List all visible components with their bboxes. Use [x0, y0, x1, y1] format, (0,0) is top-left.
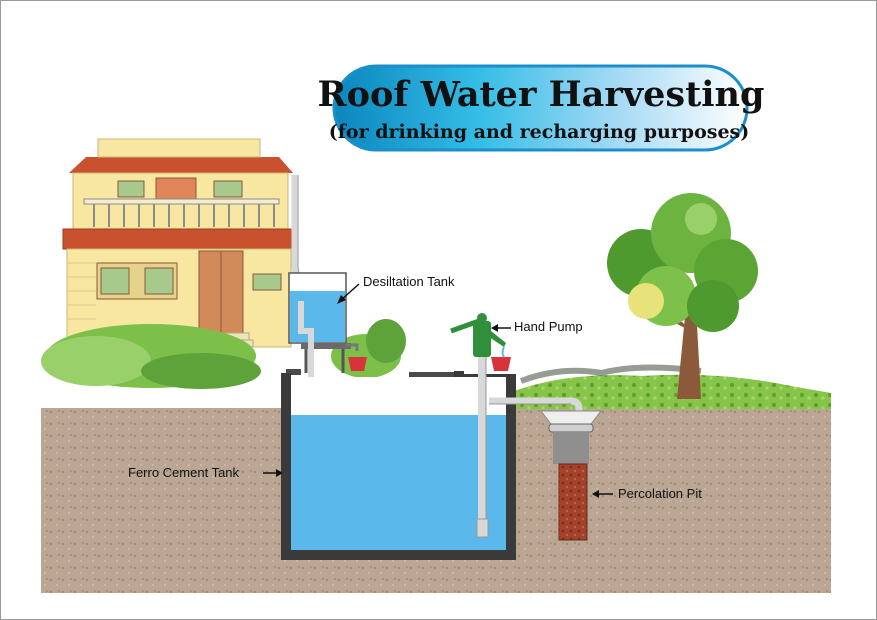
- hand-pump: [450, 313, 511, 538]
- svg-text:Ferro Cement Tank: Ferro Cement Tank: [128, 465, 240, 480]
- tree-trunk: [677, 306, 701, 399]
- percolation-pit: [539, 410, 603, 541]
- label-hand-pump: Hand Pump: [491, 319, 583, 334]
- svg-text:Desiltation Tank: Desiltation Tank: [363, 274, 455, 289]
- title-banner: Roof Water Harvesting (for drinking and …: [318, 64, 765, 152]
- label-percolation-pit: Percolation Pit: [592, 486, 702, 501]
- house: [62, 138, 296, 348]
- diagram-subtitle: (for drinking and recharging purposes): [329, 121, 749, 143]
- overflow-pipe: [489, 397, 583, 415]
- diagram-title: Roof Water Harvesting: [318, 74, 765, 115]
- label-ferro-cement-tank: Ferro Cement Tank: [128, 465, 283, 480]
- tree: [607, 193, 758, 399]
- tree-foliage: [607, 193, 758, 332]
- bushes: [41, 319, 406, 389]
- ferro-cement-tank: [281, 371, 516, 560]
- svg-text:Hand Pump: Hand Pump: [514, 319, 583, 334]
- tank-water: [291, 415, 506, 550]
- inlet-pipe: [298, 301, 314, 401]
- grass-field: [501, 374, 831, 409]
- house-roof: [69, 157, 293, 173]
- svg-text:Percolation Pit: Percolation Pit: [618, 486, 702, 501]
- label-desiltation-tank: Desiltation Tank: [337, 274, 455, 304]
